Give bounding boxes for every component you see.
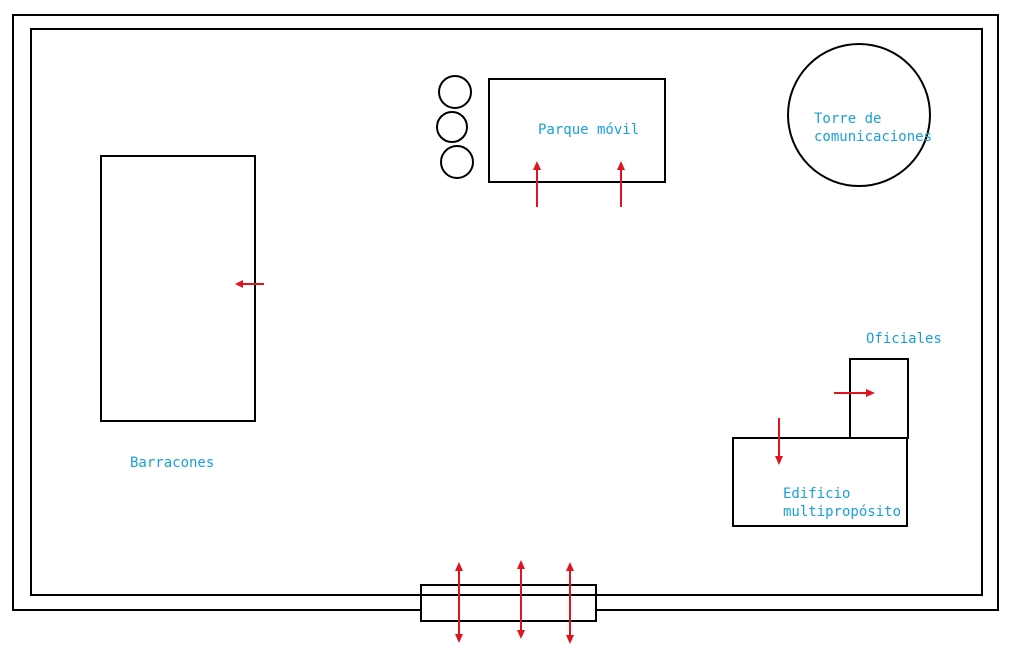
edificio-label-line2: multipropósito bbox=[783, 504, 901, 520]
torre-label-line1: Torre de bbox=[814, 111, 881, 127]
arrow-parque-movil-left bbox=[533, 161, 541, 207]
edificio-multiproposito-building bbox=[732, 437, 908, 527]
arrow-gate-1 bbox=[455, 562, 463, 643]
parque-movil-building bbox=[488, 78, 666, 183]
outer-perimeter-wall bbox=[12, 14, 999, 611]
tank-circle-1 bbox=[438, 75, 472, 109]
arrow-barracones-entry bbox=[235, 280, 264, 288]
tank-circle-2 bbox=[436, 111, 468, 143]
oficiales-label: Oficiales bbox=[866, 331, 942, 347]
arrow-gate-3 bbox=[566, 562, 574, 644]
tank-circle-3 bbox=[440, 145, 474, 179]
arrow-oficiales-entry bbox=[834, 389, 875, 397]
barracones-building bbox=[100, 155, 256, 422]
arrow-edificio-entry bbox=[775, 418, 783, 465]
torre-comunicaciones-circle bbox=[787, 43, 931, 187]
edificio-label-line1: Edificio bbox=[783, 486, 850, 502]
barracones-label: Barracones bbox=[130, 455, 214, 471]
oficiales-building bbox=[849, 358, 909, 439]
arrow-gate-2 bbox=[517, 560, 525, 639]
access-arrows bbox=[235, 161, 875, 644]
parque-movil-label: Parque móvil bbox=[538, 122, 639, 138]
torre-label-line2: comunicaciones bbox=[814, 129, 932, 145]
main-gate bbox=[420, 584, 597, 622]
arrow-parque-movil-right bbox=[617, 161, 625, 207]
